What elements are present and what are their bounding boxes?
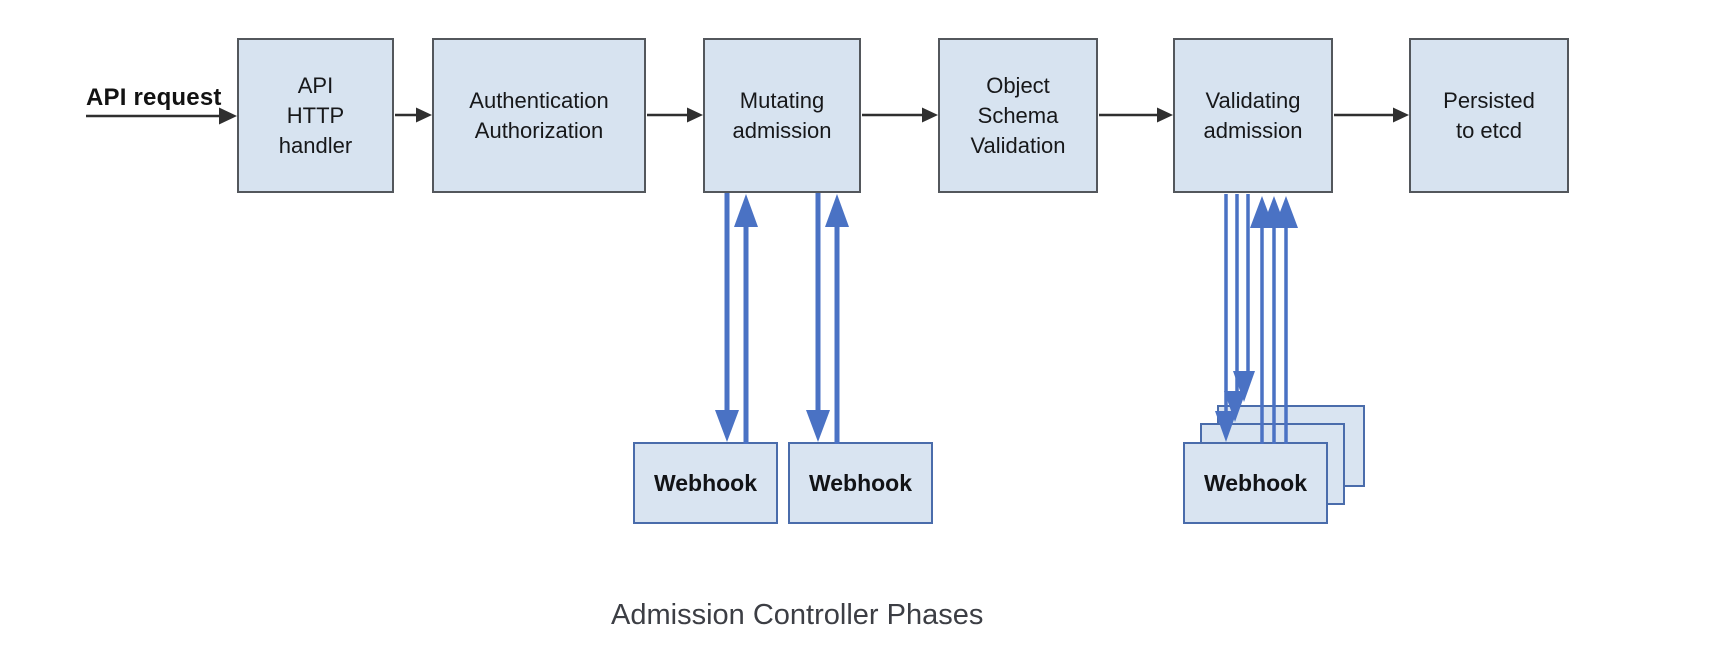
phase-box-validating-admission: Validating admission xyxy=(1173,38,1333,193)
arrow-mutating-to-schema xyxy=(862,107,938,123)
arrow-handler-to-auth xyxy=(395,107,432,123)
phase-box-mutating-admission: Mutating admission xyxy=(703,38,861,193)
phase-box-authentication-authorization: Authentication Authorization xyxy=(432,38,646,193)
mutating-webhook-box-1: Webhook xyxy=(633,442,778,524)
phase-label: Mutating admission xyxy=(732,87,832,143)
phase-box-persisted-to-etcd: Persisted to etcd xyxy=(1409,38,1569,193)
diagram-caption: Admission Controller Phases xyxy=(611,599,984,631)
phase-label: API HTTP handler xyxy=(278,72,353,158)
phase-label: Persisted to etcd xyxy=(1443,87,1535,143)
webhook-label: Webhook xyxy=(1203,469,1308,496)
mutating-webhook-box-2: Webhook xyxy=(788,442,933,524)
arrow-schema-to-validating xyxy=(1099,107,1173,123)
phase-label: Validating admission xyxy=(1203,87,1303,143)
phase-label: Authentication Authorization xyxy=(469,87,609,143)
phase-box-api-http-handler: API HTTP handler xyxy=(237,38,394,193)
validating-webhook-box-front: Webhook xyxy=(1183,442,1328,524)
mutating-webhook-2-request-arrow xyxy=(806,193,830,442)
webhook-label: Webhook xyxy=(808,469,913,496)
webhook-label: Webhook xyxy=(653,469,758,496)
api-request-label: API request xyxy=(86,84,222,111)
phase-label: Object Schema Validation xyxy=(970,72,1066,158)
phase-box-object-schema-validation: Object Schema Validation xyxy=(938,38,1098,193)
mutating-webhook-1-response-arrow xyxy=(734,194,758,444)
arrow-validating-to-etcd xyxy=(1334,107,1409,123)
mutating-webhook-2-response-arrow xyxy=(825,194,849,444)
mutating-webhook-1-request-arrow xyxy=(715,193,739,442)
arrow-auth-to-mutating xyxy=(647,107,703,123)
